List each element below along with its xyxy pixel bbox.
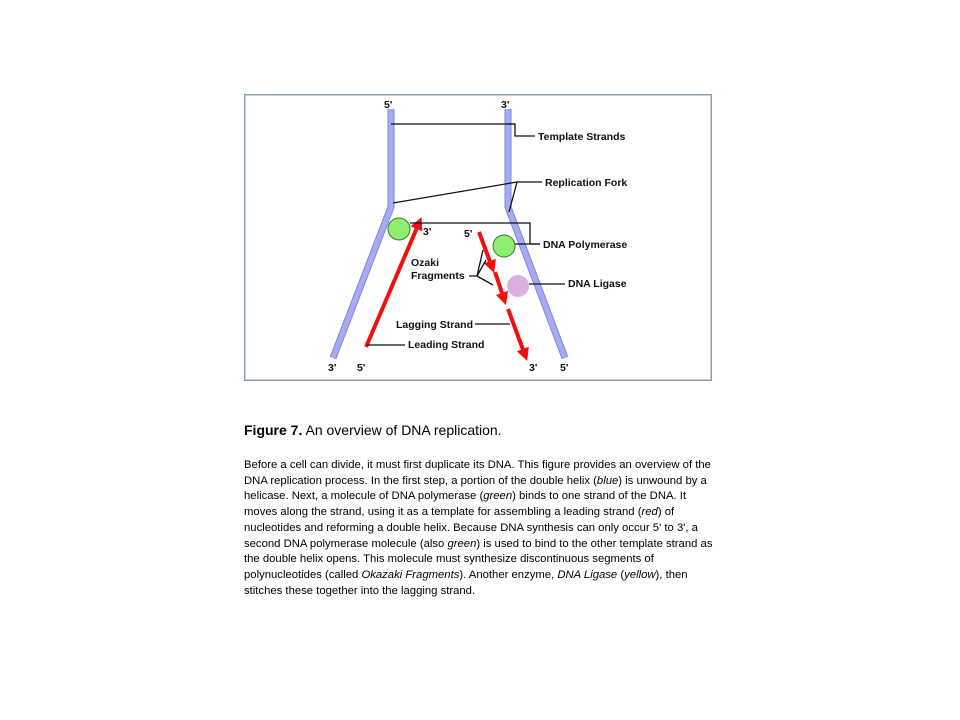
okazaki-fragment-2 xyxy=(493,271,509,306)
desc-ligase: DNA Ligase xyxy=(557,568,618,581)
dna-polymerase-right xyxy=(492,234,516,258)
label-bottom-right-inner: 3' xyxy=(529,362,537,374)
desc-part-2: ) is unwound by a helicase. Next, a mole… xyxy=(244,474,707,503)
label-leading-3prime: 3' xyxy=(423,226,431,238)
desc-blue: blue xyxy=(596,474,619,487)
desc-part-5: ) is used to bind to the other template … xyxy=(244,537,713,581)
figure-number: Figure 7. xyxy=(244,422,303,438)
label-bottom-left-outer: 3' xyxy=(328,362,336,374)
label-replication-fork: Replication Fork xyxy=(545,177,627,189)
desc-part-8: ), then stitches these together into the… xyxy=(244,568,688,597)
okazaki-fragment-1 xyxy=(477,231,496,273)
label-template-strands: Template Strands xyxy=(538,131,625,143)
desc-green-1: green xyxy=(483,490,513,503)
dna-polymerase-left xyxy=(387,217,411,241)
figure-title: An overview of DNA replication. xyxy=(305,422,502,438)
desc-yellow: yellow xyxy=(624,568,656,581)
label-dna-polymerase: DNA Polymerase xyxy=(543,239,627,251)
label-bottom-left-inner: 5' xyxy=(357,362,365,374)
figure-caption: Figure 7. An overview of DNA replication… xyxy=(244,422,724,438)
dna-ligase xyxy=(507,275,529,297)
desc-part-4: ) of nucleotides and reforming a double … xyxy=(244,506,698,550)
label-ozaki: Ozaki xyxy=(411,257,439,269)
desc-part-1: Before a cell can divide, it must first … xyxy=(244,459,711,487)
leader-okazaki xyxy=(469,249,484,277)
desc-green-2: green xyxy=(447,537,477,550)
label-top-left-end: 5' xyxy=(384,99,392,111)
desc-red: red xyxy=(641,506,658,519)
leader-lines xyxy=(367,123,565,346)
template-strand-left xyxy=(329,109,395,360)
leader-template-strands xyxy=(391,123,535,137)
desc-part-7: ( xyxy=(617,568,625,581)
leading-strand-arrow xyxy=(364,217,423,348)
label-bottom-right-outer: 5' xyxy=(560,362,568,374)
leader-replication-fork xyxy=(392,181,542,204)
label-fragments: Fragments xyxy=(411,270,465,282)
label-lagging-5prime: 5' xyxy=(464,228,472,240)
label-dna-ligase: DNA Ligase xyxy=(568,278,627,290)
dna-replication-figure: 5' 3' Template Strands Replication Fork … xyxy=(244,94,712,381)
okazaki-fragment-3 xyxy=(506,308,529,362)
label-lagging-strand: Lagging Strand xyxy=(396,319,473,331)
desc-part-3: ) binds to one strand of the DNA. It mov… xyxy=(244,490,687,519)
desc-part-6: ). Another enzyme, xyxy=(459,568,558,581)
figure-description: Before a cell can divide, it must first … xyxy=(244,458,714,599)
desc-okazaki: Okazaki Fragments xyxy=(361,568,460,581)
label-leading-strand: Leading Strand xyxy=(408,339,484,351)
replication-diagram: 5' 3' Template Strands Replication Fork … xyxy=(328,99,627,374)
template-strand-right xyxy=(504,109,569,360)
label-top-right-end: 3' xyxy=(501,99,509,111)
